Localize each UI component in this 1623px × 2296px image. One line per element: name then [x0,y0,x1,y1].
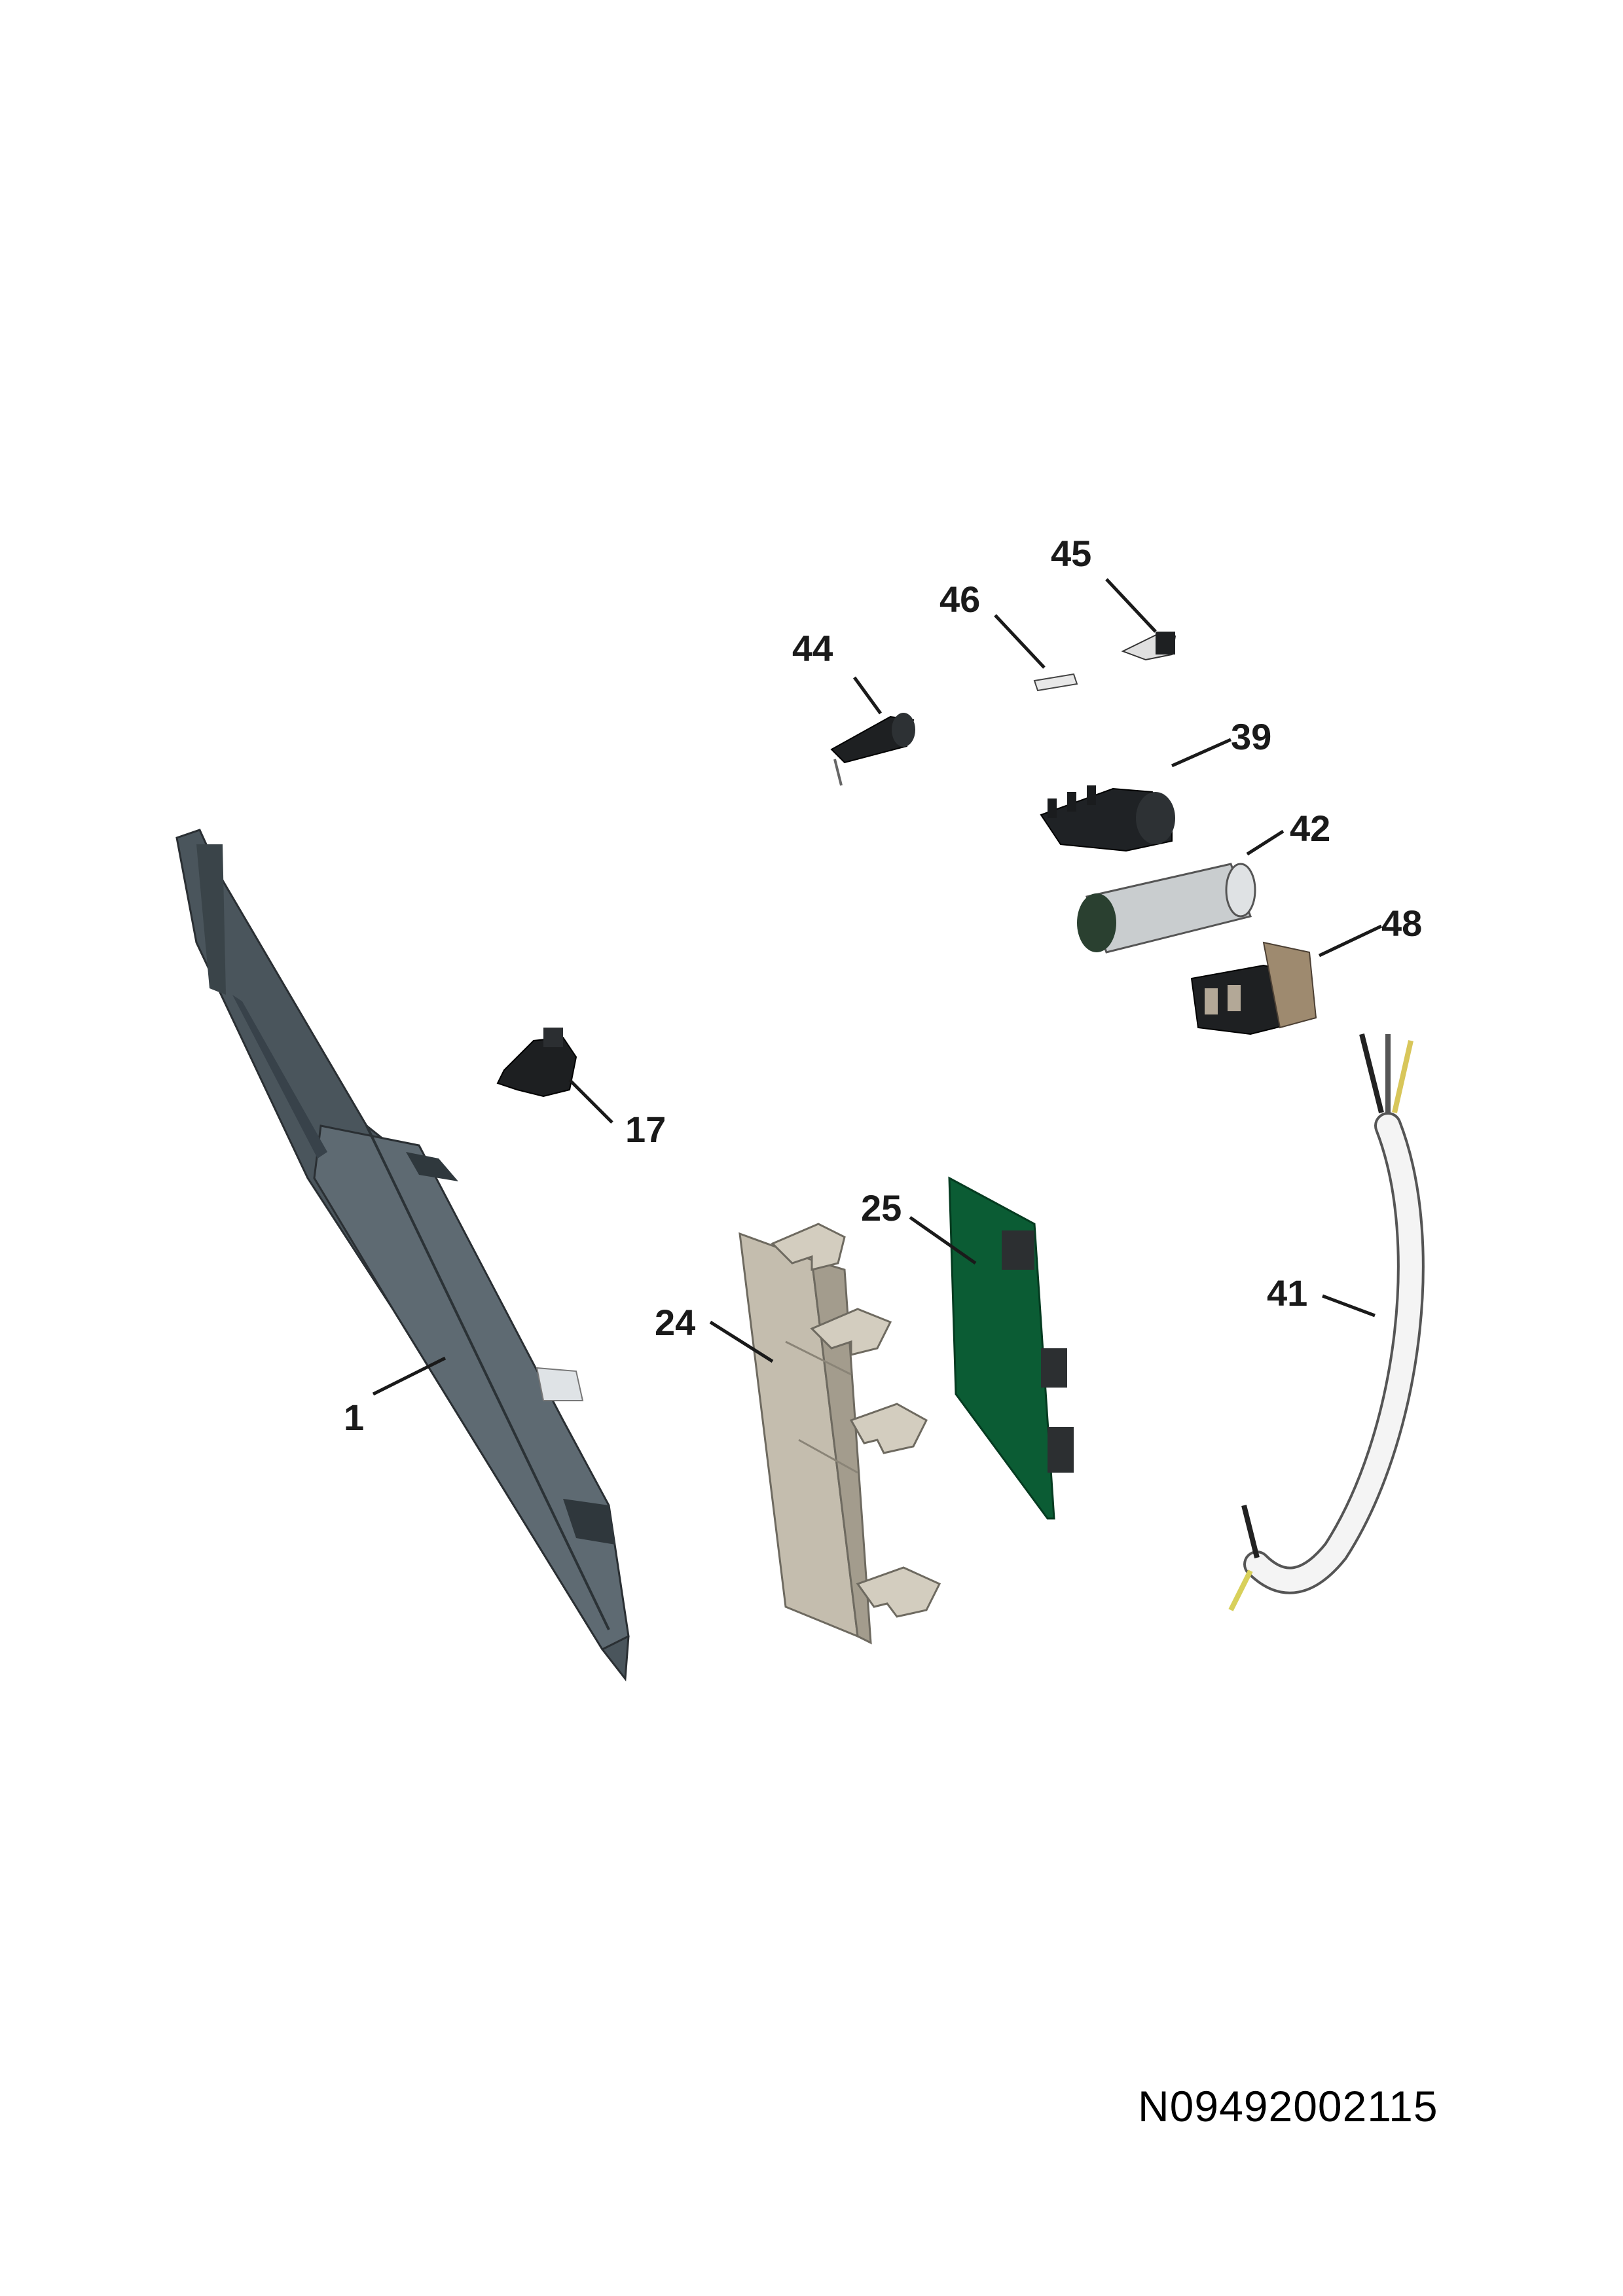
callout-46: 46 [939,579,980,620]
callout-39: 39 [1231,716,1271,757]
callout-1: 1 [344,1397,364,1438]
callout-17: 17 [625,1109,666,1150]
cap-45 [1121,632,1176,661]
callout-42: 42 [1290,808,1330,849]
drawing-code: N09492002115 [1138,2082,1438,2130]
callout-45: 45 [1051,533,1091,574]
motor-42 [1077,863,1256,954]
callout-labels: 1 17 24 25 39 41 42 44 45 46 48 [344,533,1422,1438]
callout-48: 48 [1381,903,1422,944]
leader-lines [372,578,1383,1396]
connector-17 [496,1028,577,1098]
bracket-24 [739,1223,941,1645]
relay-48 [1190,941,1317,1035]
connector-block-39 [1040,785,1175,852]
cable-41 [1228,1033,1425,1611]
control-panel-rail [175,829,630,1681]
pcb-25 [948,1176,1074,1520]
callout-44: 44 [792,628,833,669]
callout-41: 41 [1267,1272,1307,1314]
callout-25: 25 [861,1187,902,1229]
pin-46 [1033,673,1078,692]
callout-24: 24 [655,1302,695,1343]
lamp-holder-44 [830,713,915,786]
